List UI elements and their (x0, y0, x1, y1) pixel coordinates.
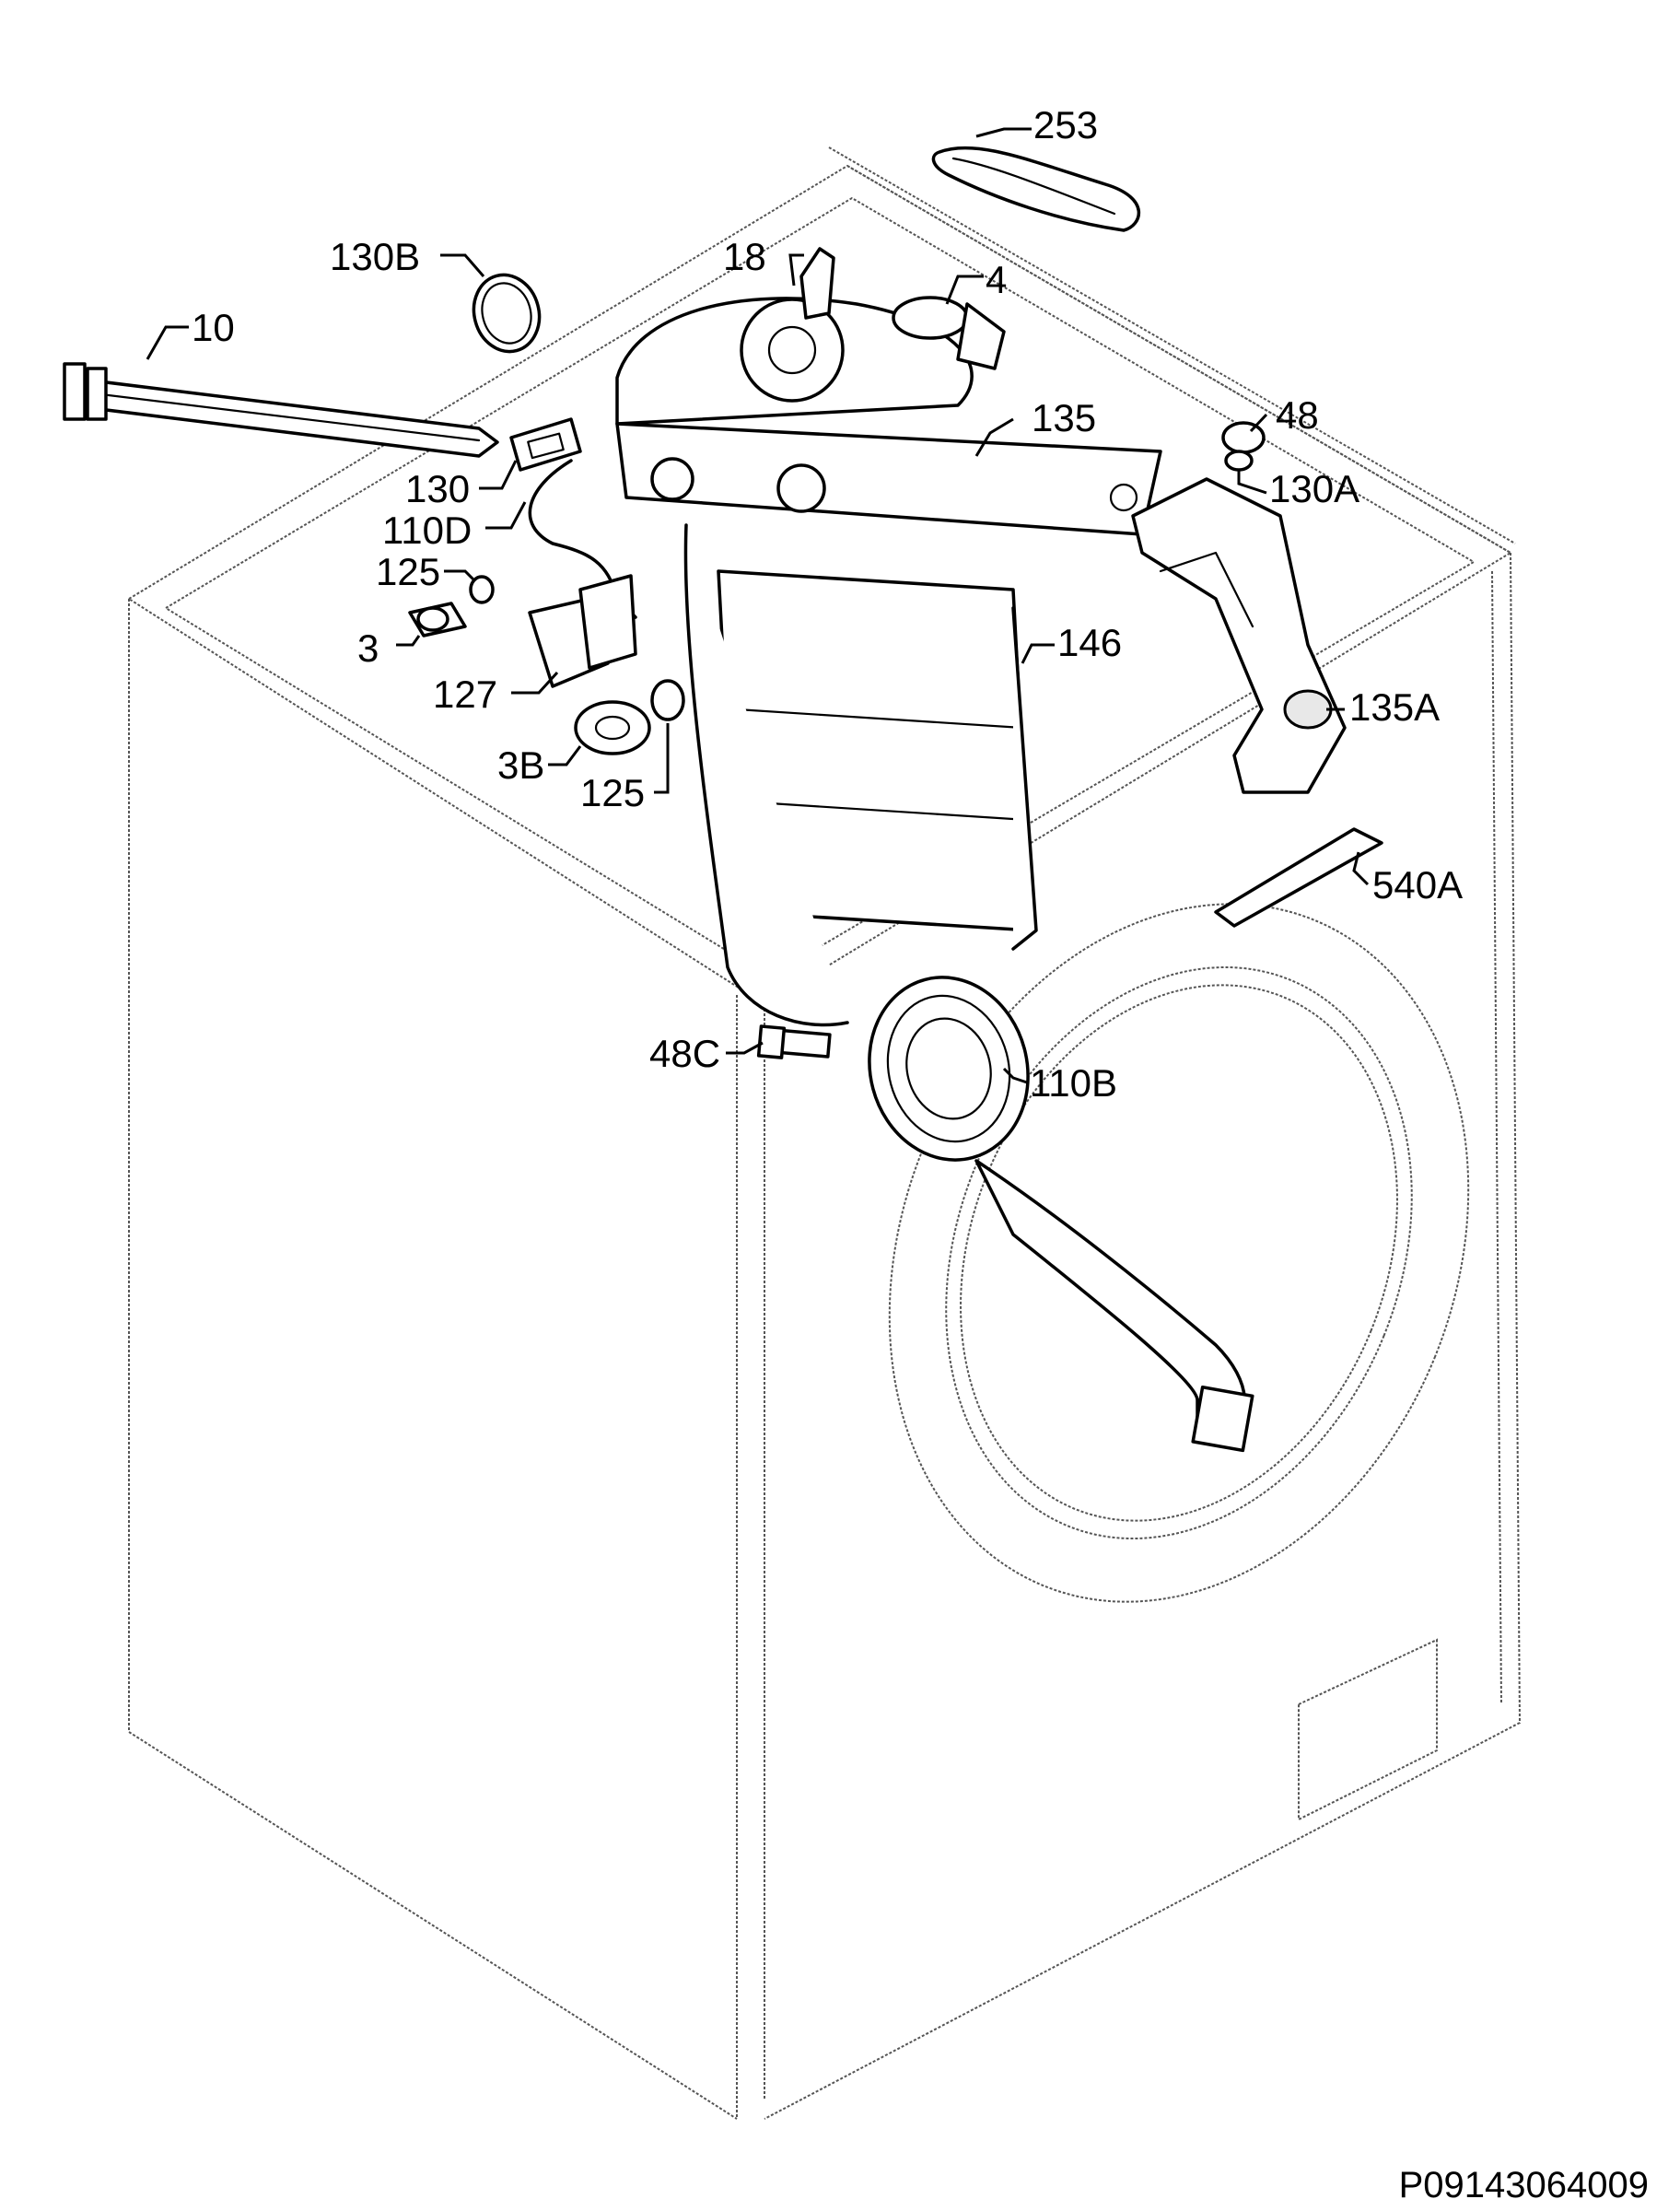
callout-135: 135 (1032, 396, 1096, 439)
grommet-48 (1221, 421, 1266, 454)
callout-125-upper: 125 (376, 550, 440, 593)
callout-48c: 48C (649, 1032, 720, 1075)
service-panel (1298, 1638, 1438, 1821)
air-duct-part (1131, 477, 1347, 794)
gasket-540a (1214, 827, 1383, 928)
callout-18: 18 (723, 235, 766, 278)
callout-125-lower: 125 (580, 771, 645, 814)
leader-lines (146, 127, 1370, 1084)
callout-127: 127 (433, 673, 497, 716)
callout-110b: 110B (1030, 1061, 1117, 1105)
callout-135a: 135A (1349, 685, 1440, 729)
callout-146: 146 (1057, 621, 1122, 664)
callout-4: 4 (986, 258, 1007, 301)
detergent-dispenser-housing (615, 422, 1162, 536)
callout-48: 48 (1276, 393, 1319, 437)
document-code: P09143064009 (1399, 2165, 1649, 2205)
callout-130: 130 (405, 467, 470, 510)
o-ring-125-upper (469, 575, 495, 604)
gasket-ring-130a (1224, 450, 1254, 472)
tub-frame-assembly (683, 523, 1038, 1027)
drum-hub-assembly (615, 247, 1006, 426)
plug-48c (756, 1024, 832, 1059)
callout-253: 253 (1033, 103, 1098, 146)
gasket-130 (509, 417, 582, 472)
callout-110d: 110D (382, 509, 472, 552)
callout-130a: 130A (1269, 467, 1359, 510)
callout-130b: 130B (330, 235, 420, 278)
thermostat-3b (574, 700, 651, 755)
sensor-3 (408, 602, 467, 638)
o-ring-125-lower (650, 679, 685, 721)
door-porthole (888, 903, 1470, 1603)
pressure-switch-127 (528, 574, 637, 688)
hose-110d (528, 459, 637, 619)
drive-belt-part (931, 146, 1141, 232)
callout-3b: 3B (497, 743, 544, 787)
drain-hose-110b (868, 976, 1254, 1453)
gasket-ring-130b (472, 273, 542, 354)
callout-labels: 253 130B 18 4 10 135 48 130A 130 110D 12… (192, 103, 1463, 1105)
callout-3: 3 (357, 626, 379, 670)
callout-540a: 540A (1372, 863, 1463, 907)
callout-10: 10 (192, 306, 235, 349)
heating-element-part (63, 362, 499, 458)
washer-cabinet-outline (127, 146, 1522, 2120)
